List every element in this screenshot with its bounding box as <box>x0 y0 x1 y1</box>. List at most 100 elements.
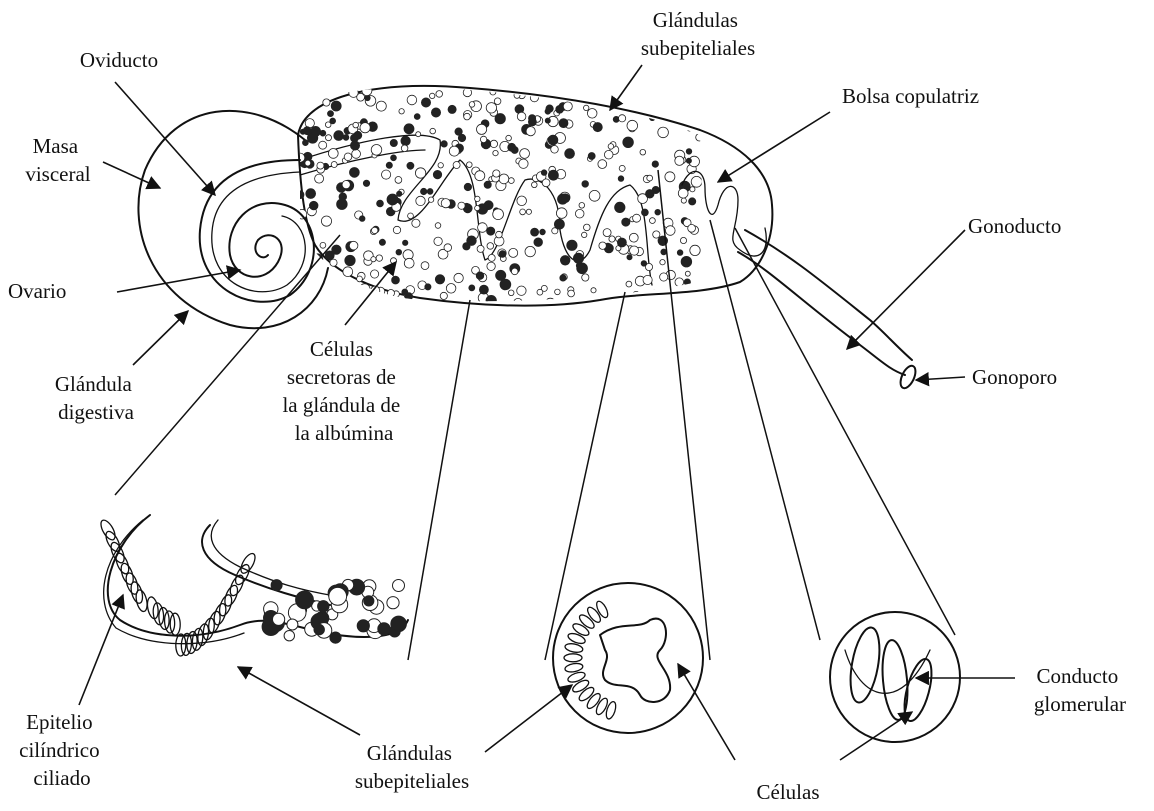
gland-cell <box>626 281 632 287</box>
gland-cell <box>675 156 684 165</box>
gland-cell <box>357 276 363 282</box>
gland-cell <box>434 237 442 245</box>
gland-cell <box>565 88 571 94</box>
gland-cell <box>582 181 589 188</box>
gland-cell <box>555 289 561 295</box>
gland-cell <box>520 209 526 215</box>
gland-cell <box>463 243 470 250</box>
gland-cell <box>421 98 430 107</box>
gland-cell <box>670 87 678 95</box>
gland-cell <box>565 149 575 159</box>
gland-cell <box>563 102 572 111</box>
gland-cell <box>469 285 475 291</box>
gland-cell <box>458 202 465 209</box>
gland-cell <box>619 165 625 171</box>
gland-cell <box>353 122 359 128</box>
gland-cell <box>652 161 658 167</box>
gland-cell <box>333 292 343 302</box>
gland-cell <box>604 150 613 159</box>
gland-cell <box>441 141 447 147</box>
gland-cell <box>496 270 506 280</box>
gland-cell <box>342 181 350 189</box>
gland-cell <box>647 175 653 181</box>
gland-cell <box>534 238 543 247</box>
gland-cell <box>609 236 615 242</box>
gland-cell <box>306 189 316 199</box>
gland-cell <box>416 196 425 205</box>
gland-cell <box>494 98 501 105</box>
ovary-spiral <box>200 160 314 302</box>
epithelium-detail <box>98 515 408 656</box>
epithelial-fold <box>564 654 582 662</box>
gland-cell <box>448 105 456 113</box>
cilium <box>98 518 118 542</box>
gland-cell <box>444 244 452 252</box>
gland-cell <box>477 245 484 252</box>
gland-cell <box>499 174 509 184</box>
gland-cell <box>363 180 369 186</box>
epithelial-fold <box>604 701 617 721</box>
gland-cell <box>331 101 341 111</box>
gland-cell <box>435 275 444 284</box>
gland-cell <box>603 229 611 237</box>
gland-cell <box>392 276 400 284</box>
label-oviducto: Oviducto <box>80 48 158 72</box>
gland-cell <box>404 124 414 134</box>
gland-cell <box>317 162 324 169</box>
gland-cell <box>531 228 539 236</box>
gland-cell <box>414 114 420 120</box>
gland-cell <box>681 198 686 203</box>
gland-cell <box>613 89 623 99</box>
gland-cell <box>567 240 577 250</box>
gland-cell <box>330 259 337 266</box>
gland-cell <box>430 128 436 134</box>
gland-cell <box>568 290 575 297</box>
gland-cell <box>360 123 370 133</box>
gland-cell <box>688 298 695 305</box>
gland-cell <box>371 257 376 262</box>
detail-cell <box>273 613 285 625</box>
gland-cell <box>415 168 425 178</box>
gland-cell <box>599 242 606 249</box>
gland-cell <box>559 119 568 128</box>
gland-cell <box>377 200 384 207</box>
gland-cell <box>387 290 394 297</box>
gland-cell <box>629 233 638 242</box>
cilium <box>238 551 258 575</box>
gland-cell <box>541 170 547 176</box>
gland-cell <box>371 270 379 278</box>
gland-cell <box>658 127 669 138</box>
gland-cell <box>302 93 310 101</box>
gland-cell <box>693 92 703 102</box>
epithelial-fold <box>585 691 603 710</box>
gland-cell <box>305 160 311 166</box>
gland-cell <box>454 273 463 282</box>
gland-cell <box>526 209 531 214</box>
gland-cell <box>464 113 471 120</box>
gland-cell <box>520 149 530 159</box>
gland-cell <box>325 122 331 128</box>
detail-cell <box>357 620 369 632</box>
gland-cell <box>379 239 385 245</box>
gland-cell <box>493 209 504 220</box>
gland-cell <box>608 144 614 150</box>
gland-cell <box>446 284 456 294</box>
gland-cell <box>689 198 696 205</box>
gland-cell <box>436 91 443 98</box>
gland-cell <box>350 168 360 178</box>
gland-cell <box>511 268 518 275</box>
label-conducto: Conducto glomerular <box>1034 664 1126 716</box>
gland-cell <box>508 143 516 151</box>
gland-cell <box>686 149 692 155</box>
gland-cell <box>529 115 536 122</box>
gland-cell <box>630 246 639 255</box>
gland-cell <box>690 187 695 192</box>
epithelial-fold <box>577 685 596 703</box>
gland-cell <box>343 267 353 277</box>
gland-cell <box>315 174 324 183</box>
gland-cell <box>653 93 660 100</box>
epithelial-fold <box>594 600 610 620</box>
gland-cell <box>365 95 370 100</box>
gland-cell <box>372 294 378 300</box>
gland-cell <box>517 112 526 121</box>
